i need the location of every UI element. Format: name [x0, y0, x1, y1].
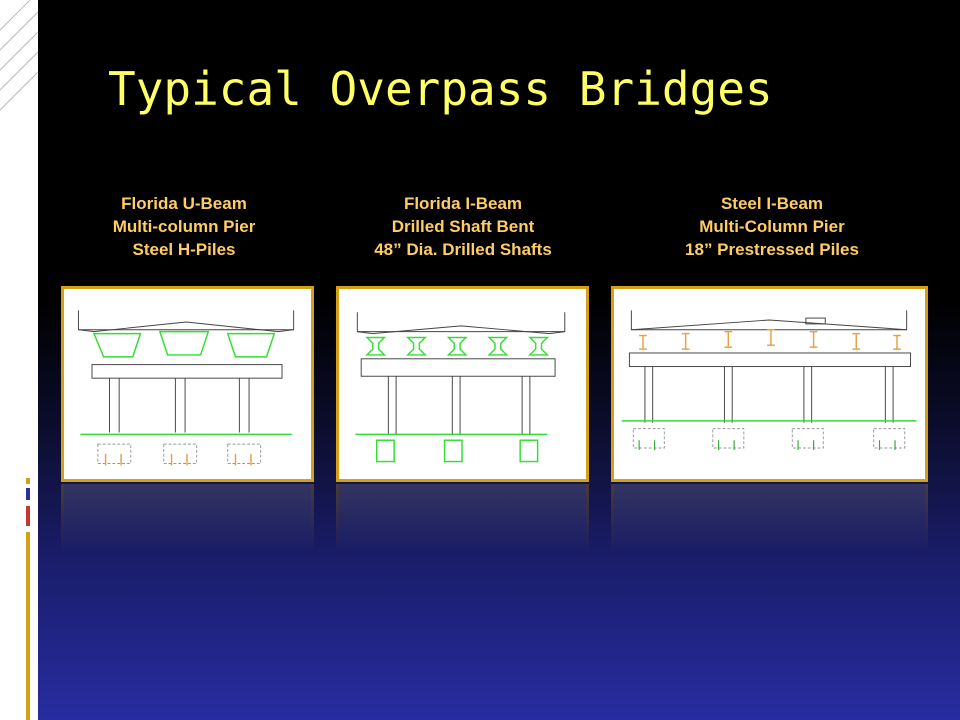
- caption-u-beam: Florida U-Beam Multi-column Pier Steel H…: [39, 192, 329, 261]
- u-beam-section-drawing: [77, 310, 295, 466]
- side-bar-orange: [26, 532, 30, 720]
- caption-line: Florida U-Beam: [121, 194, 247, 213]
- drawing-u-beam: [61, 286, 314, 482]
- caption-line: Steel H-Piles: [132, 240, 236, 259]
- steel-beam-section-drawing: [621, 310, 917, 450]
- caption-line: Multi-column Pier: [112, 217, 256, 236]
- side-bar-orange-top: [26, 478, 30, 484]
- caption-line: Multi-Column Pier: [699, 217, 845, 236]
- caption-steel-beam: Steel I-Beam Multi-Column Pier 18” Prest…: [627, 192, 917, 261]
- caption-line: 18” Prestressed Piles: [685, 240, 859, 259]
- side-bar-blue: [26, 488, 30, 500]
- decor-lines: [0, 0, 38, 111]
- drawing-i-beam: [336, 286, 589, 482]
- left-decor-strip: [0, 0, 38, 720]
- reflection-u-beam: [61, 484, 314, 554]
- side-bar-red: [26, 506, 30, 526]
- slide-title: Typical Overpass Bridges: [108, 62, 773, 116]
- reflection-i-beam: [336, 484, 589, 554]
- caption-line: Florida I-Beam: [403, 194, 523, 213]
- caption-line: Drilled Shaft Bent: [391, 217, 535, 236]
- i-beam-section-drawing: [355, 312, 566, 463]
- caption-line: Steel I-Beam: [720, 194, 824, 213]
- caption-line: 48” Dia. Drilled Shafts: [374, 240, 552, 259]
- drawing-steel-beam: [611, 286, 928, 482]
- caption-i-beam: Florida I-Beam Drilled Shaft Bent 48” Di…: [318, 192, 608, 261]
- reflection-steel-beam: [611, 484, 928, 554]
